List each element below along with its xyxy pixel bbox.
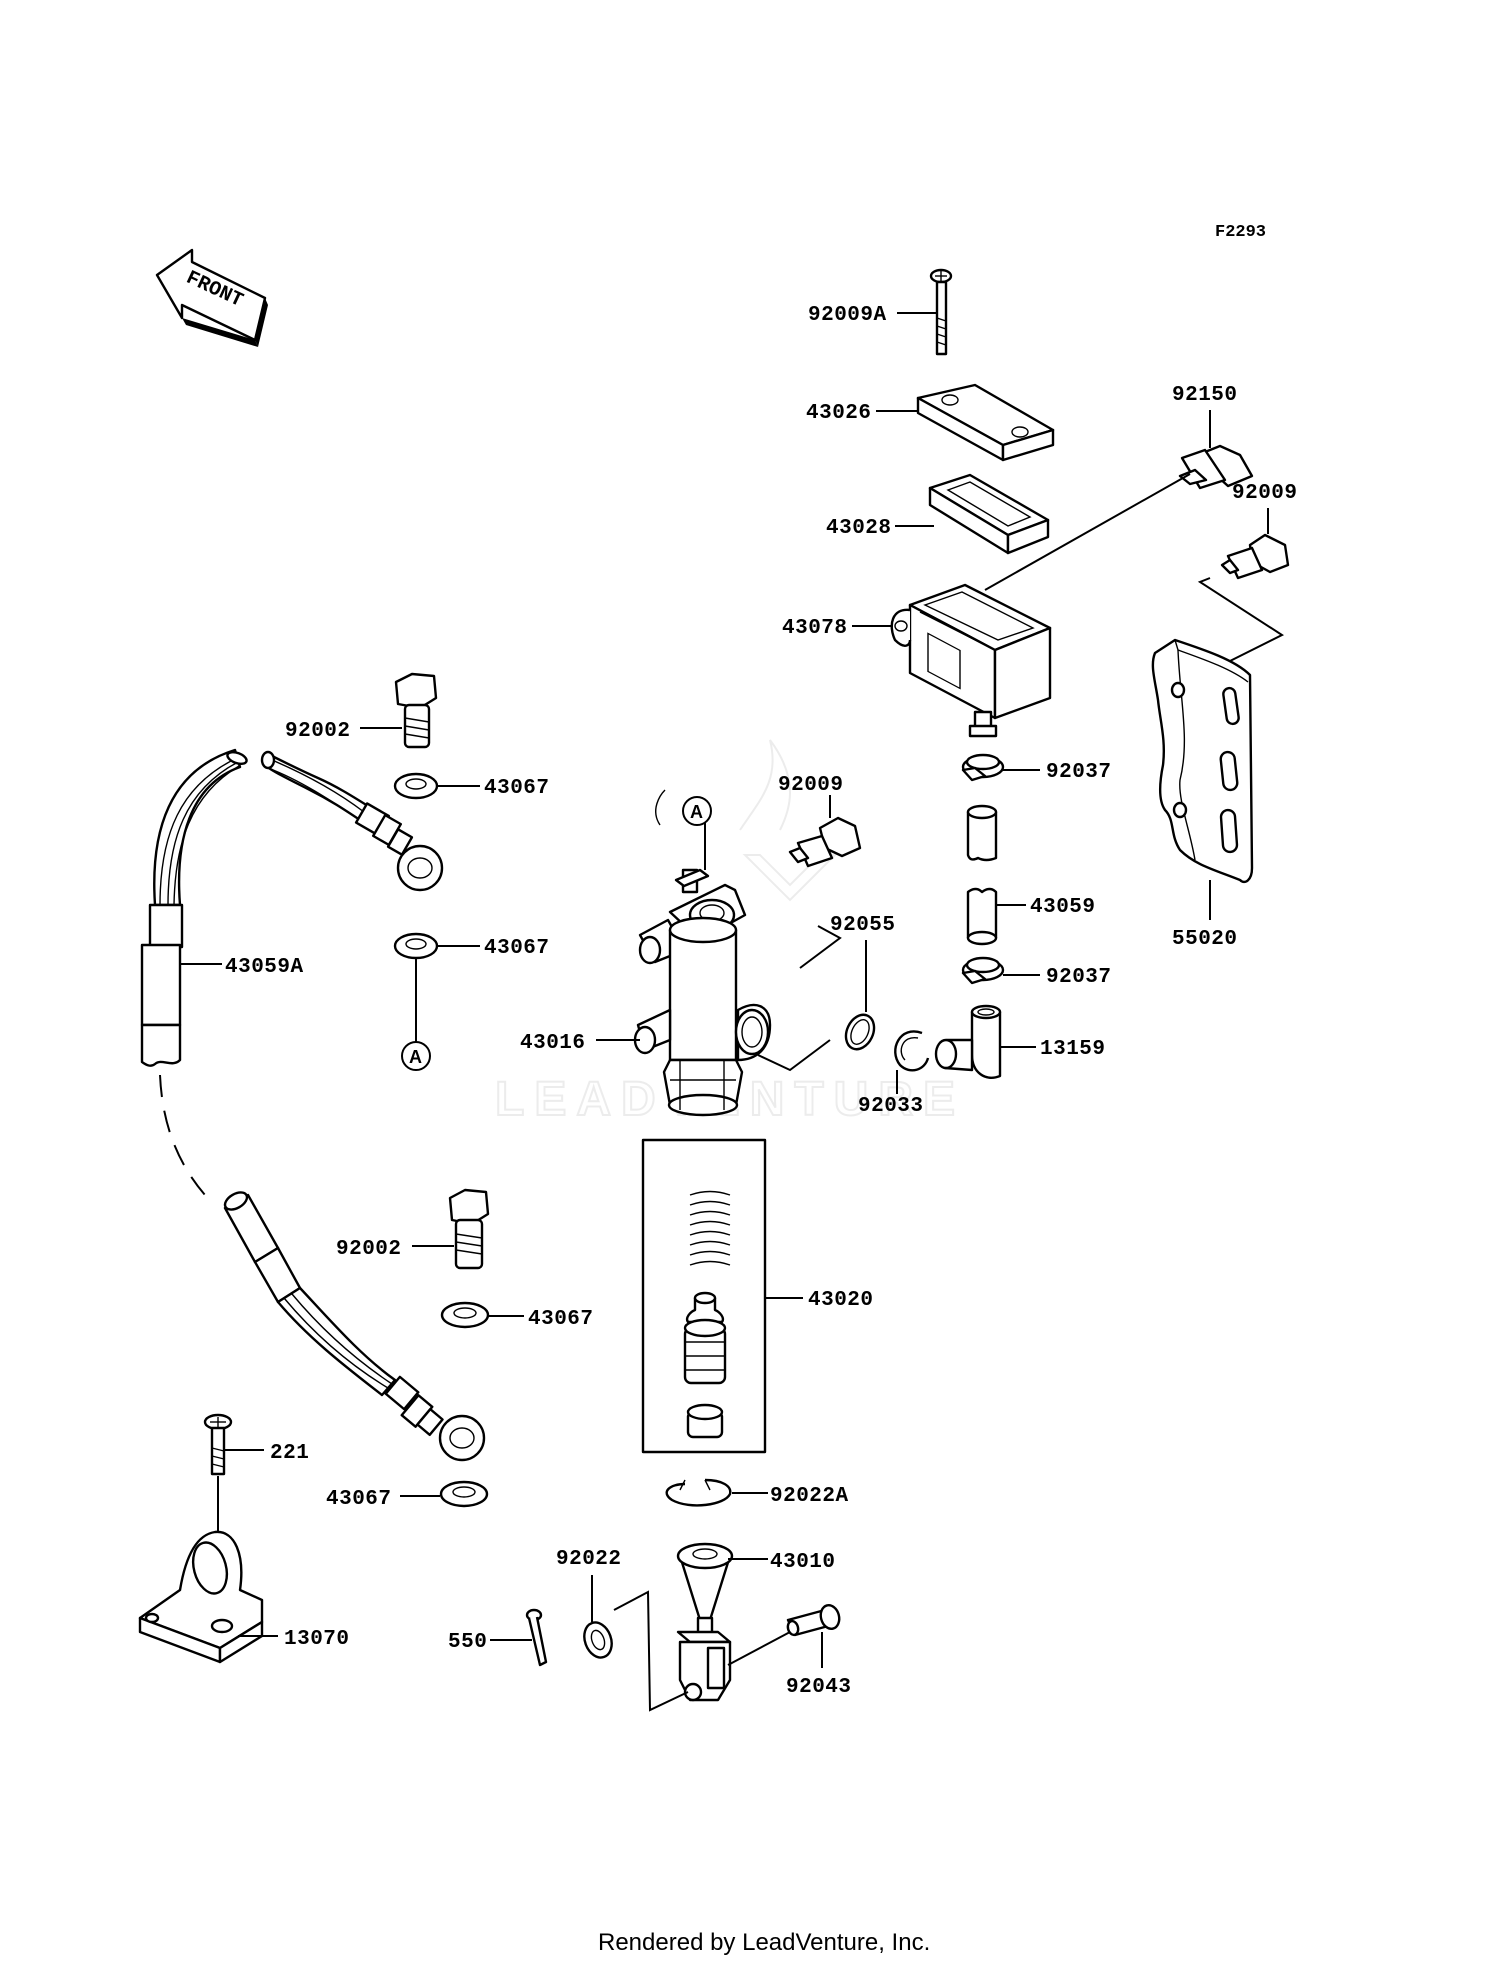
label-43026: 43026 [806,402,872,425]
banjo-bolt-92002-top [394,672,438,749]
label-92043: 92043 [786,1676,852,1699]
push-rod-43010 [676,1542,734,1702]
elbow-fitting-13159 [934,1004,1002,1079]
piston-kit-43020 [641,1138,767,1454]
label-92002-top: 92002 [285,720,351,743]
hose-upper-end [260,750,444,892]
cylinder-43016 [633,868,772,1117]
label-43067-c: 43067 [528,1308,594,1331]
o-ring-92055 [844,1013,876,1051]
label-43067-d: 43067 [326,1488,392,1511]
label-43067-b: 43067 [484,937,550,960]
label-43020: 43020 [808,1289,874,1312]
label-92002-bottom: 92002 [336,1238,402,1261]
label-13159: 13159 [1040,1038,1106,1061]
bolt-92009-mid [788,816,862,868]
label-92055: 92055 [830,914,896,937]
footer-credit: Rendered by LeadVenture, Inc. [598,1929,930,1956]
label-92037-a: 92037 [1046,761,1112,784]
label-43016: 43016 [520,1032,586,1055]
label-92009A: 92009A [808,304,887,327]
screw-92009A [929,268,953,356]
pin-92043 [786,1603,841,1637]
label-43028: 43028 [826,517,892,540]
banjo-bolt-92002-bottom [448,1188,490,1270]
brake-hose-43059A [140,748,486,1462]
label-43059A: 43059A [225,956,304,979]
washer-43067-b [393,932,439,960]
callout-a-bottom: A [401,1041,431,1071]
screw-221 [203,1413,233,1476]
label-43067-a: 43067 [484,777,550,800]
label-92033: 92033 [858,1095,924,1118]
cotter-pin-550 [525,1608,548,1667]
clamp-92037-b [961,956,1005,985]
label-221: 221 [270,1442,309,1465]
diagram-code: F2293 [1215,223,1266,242]
label-55020: 55020 [1172,928,1238,951]
circlip-92022A [665,1478,732,1507]
label-550: 550 [448,1631,487,1654]
clamp-92037-a [961,753,1005,782]
label-43078: 43078 [782,617,848,640]
bolt-92009-top [1220,533,1290,580]
washer-43067-c [440,1301,490,1329]
hose-43059 [966,804,998,946]
reservoir-cap-43026 [916,383,1055,462]
front-direction-arrow: FRONT [155,248,268,347]
diaphragm-43028 [928,473,1050,555]
bolt-92150 [1178,444,1254,490]
label-92009-top: 92009 [1232,482,1298,505]
washer-43067-d [439,1480,489,1508]
hose-guide-13070 [138,1530,264,1664]
callout-a-bottom-text: A [409,1047,422,1067]
label-92037-b: 92037 [1046,966,1112,989]
label-92022: 92022 [556,1548,622,1571]
label-13070: 13070 [284,1628,350,1651]
label-43010: 43010 [770,1551,836,1574]
washer-43067-a [393,772,439,800]
label-92150: 92150 [1172,384,1238,407]
label-43059: 43059 [1030,896,1096,919]
master-cylinder-body-43078 [890,583,1052,738]
callout-a-top-text: A [690,802,703,822]
label-92009-mid: 92009 [778,774,844,797]
label-92022A: 92022A [770,1485,849,1508]
washer-92022 [583,1621,613,1659]
snap-ring-92033 [894,1030,930,1072]
guard-55020 [1151,638,1254,884]
callout-a-top: A [682,796,712,826]
